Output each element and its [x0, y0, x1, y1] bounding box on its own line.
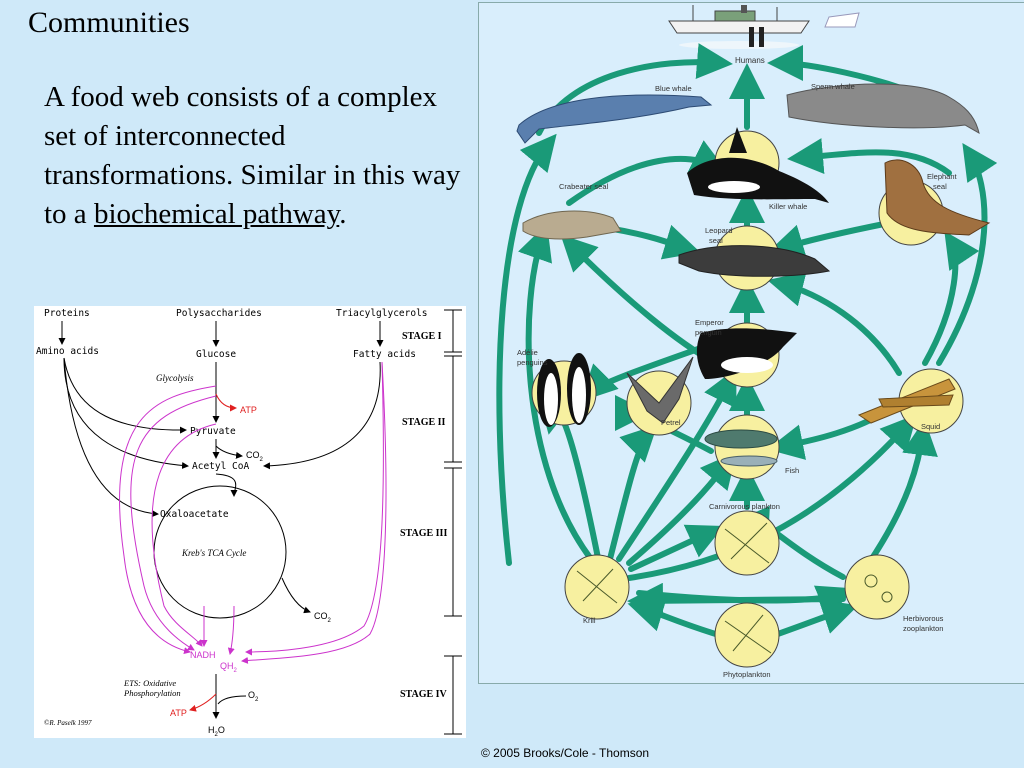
h2o-label: H2O	[208, 725, 225, 738]
slide-title: Communities	[28, 6, 190, 39]
emperor-penguin-label-1: Emperor	[695, 318, 724, 327]
glycolysis-label: Glycolysis	[156, 373, 194, 383]
leopard-seal-label-2: seal	[709, 236, 723, 245]
co2-label-1: CO2	[246, 450, 264, 463]
leopard-seal-illustration	[678, 245, 831, 277]
ship-illustration	[668, 5, 860, 49]
carnivorous-plankton-label: Carnivorous plankton	[709, 502, 780, 511]
acetyl-coa-label: Acetyl CoA	[192, 461, 249, 472]
blue-whale-label: Blue whale	[655, 84, 692, 93]
blue-whale-illustration	[516, 94, 713, 144]
fish-label: Fish	[785, 466, 799, 475]
amino-acids-label: Amino acids	[36, 346, 99, 357]
elephant-seal-label-2: seal	[933, 182, 947, 191]
adelie-penguins-illustration	[537, 353, 591, 427]
triacylglycerols-label: Triacylglycerols	[336, 308, 428, 319]
herbivorous-label-2: zooplankton	[903, 624, 943, 633]
petrel-label: Petrel	[661, 418, 681, 427]
metabolic-pathway-diagram: STAGE I STAGE II STAGE III STAGE IV Prot…	[34, 306, 466, 738]
proteins-label: Proteins	[44, 308, 90, 319]
atp-label-1: ATP	[240, 405, 257, 415]
qh2-label: QH2	[220, 661, 238, 674]
antarctic-food-web: Humans	[478, 2, 1024, 684]
plankton-texture	[576, 522, 893, 654]
crabeater-seal-illustration	[522, 210, 622, 240]
phytoplankton-label: Phytoplankton	[723, 670, 771, 679]
stage-3-label: STAGE III	[400, 528, 447, 539]
sperm-whale-illustration	[786, 83, 980, 134]
atp-label-2: ATP	[170, 708, 187, 718]
nadh-label: NADH	[190, 650, 216, 660]
krill-label: Krill	[583, 616, 596, 625]
killer-whale-label: Killer whale	[769, 202, 807, 211]
killer-whale-illustration	[687, 157, 829, 203]
stage-4-label: STAGE IV	[400, 689, 448, 700]
petrel-illustration	[626, 356, 694, 424]
stage-1-label: STAGE I	[402, 331, 442, 342]
copyright-notice: © 2005 Brooks/Cole - Thomson	[481, 746, 650, 760]
adelie-label-2: penguins	[517, 358, 548, 367]
squid-illustration	[857, 378, 956, 424]
o2-label: O2	[248, 690, 259, 703]
crabeater-seal-label: Crabeater seal	[559, 182, 609, 191]
biochemical-pathway-link[interactable]: biochemical pathway	[93, 198, 340, 230]
herbivorous-label-1: Herbivorous	[903, 614, 944, 623]
fatty-acids-label: Fatty acids	[353, 349, 416, 360]
adelie-label-1: Adélie	[517, 348, 538, 357]
pyruvate-label: Pyruvate	[190, 426, 236, 437]
oxaloacetate-label: Oxaloacetate	[160, 509, 229, 520]
credit-label: ©R. Paselk 1997	[44, 719, 92, 727]
elephant-seal-illustration	[884, 159, 991, 236]
fish-illustration	[704, 429, 778, 467]
tca-cycle-label: Kreb's TCA Cycle	[181, 548, 246, 558]
elephant-seal-label-1: Elephant	[927, 172, 958, 181]
body-text-end: .	[339, 198, 347, 230]
stage-2-label: STAGE II	[402, 417, 446, 428]
leopard-seal-label-1: Leopard	[705, 226, 733, 235]
body-text: A food web consists of a complex set of …	[44, 78, 469, 234]
phytoplankton-node	[714, 602, 780, 668]
co2-label-2: CO2	[314, 611, 332, 624]
emperor-penguin-label-2: penguin	[695, 328, 722, 337]
humans-label: Humans	[735, 56, 765, 65]
ets-label-2: Phosphorylation	[123, 688, 181, 698]
polysaccharides-label: Polysaccharides	[176, 308, 262, 319]
squid-label: Squid	[921, 422, 940, 431]
sperm-whale-label: Sperm whale	[811, 82, 855, 91]
body-text-start: A food web consists of a complex set of …	[44, 81, 461, 230]
ets-label-1: ETS: Oxidative	[123, 678, 176, 688]
glucose-label: Glucose	[196, 349, 236, 360]
herbivorous-zooplankton-node	[844, 554, 910, 620]
